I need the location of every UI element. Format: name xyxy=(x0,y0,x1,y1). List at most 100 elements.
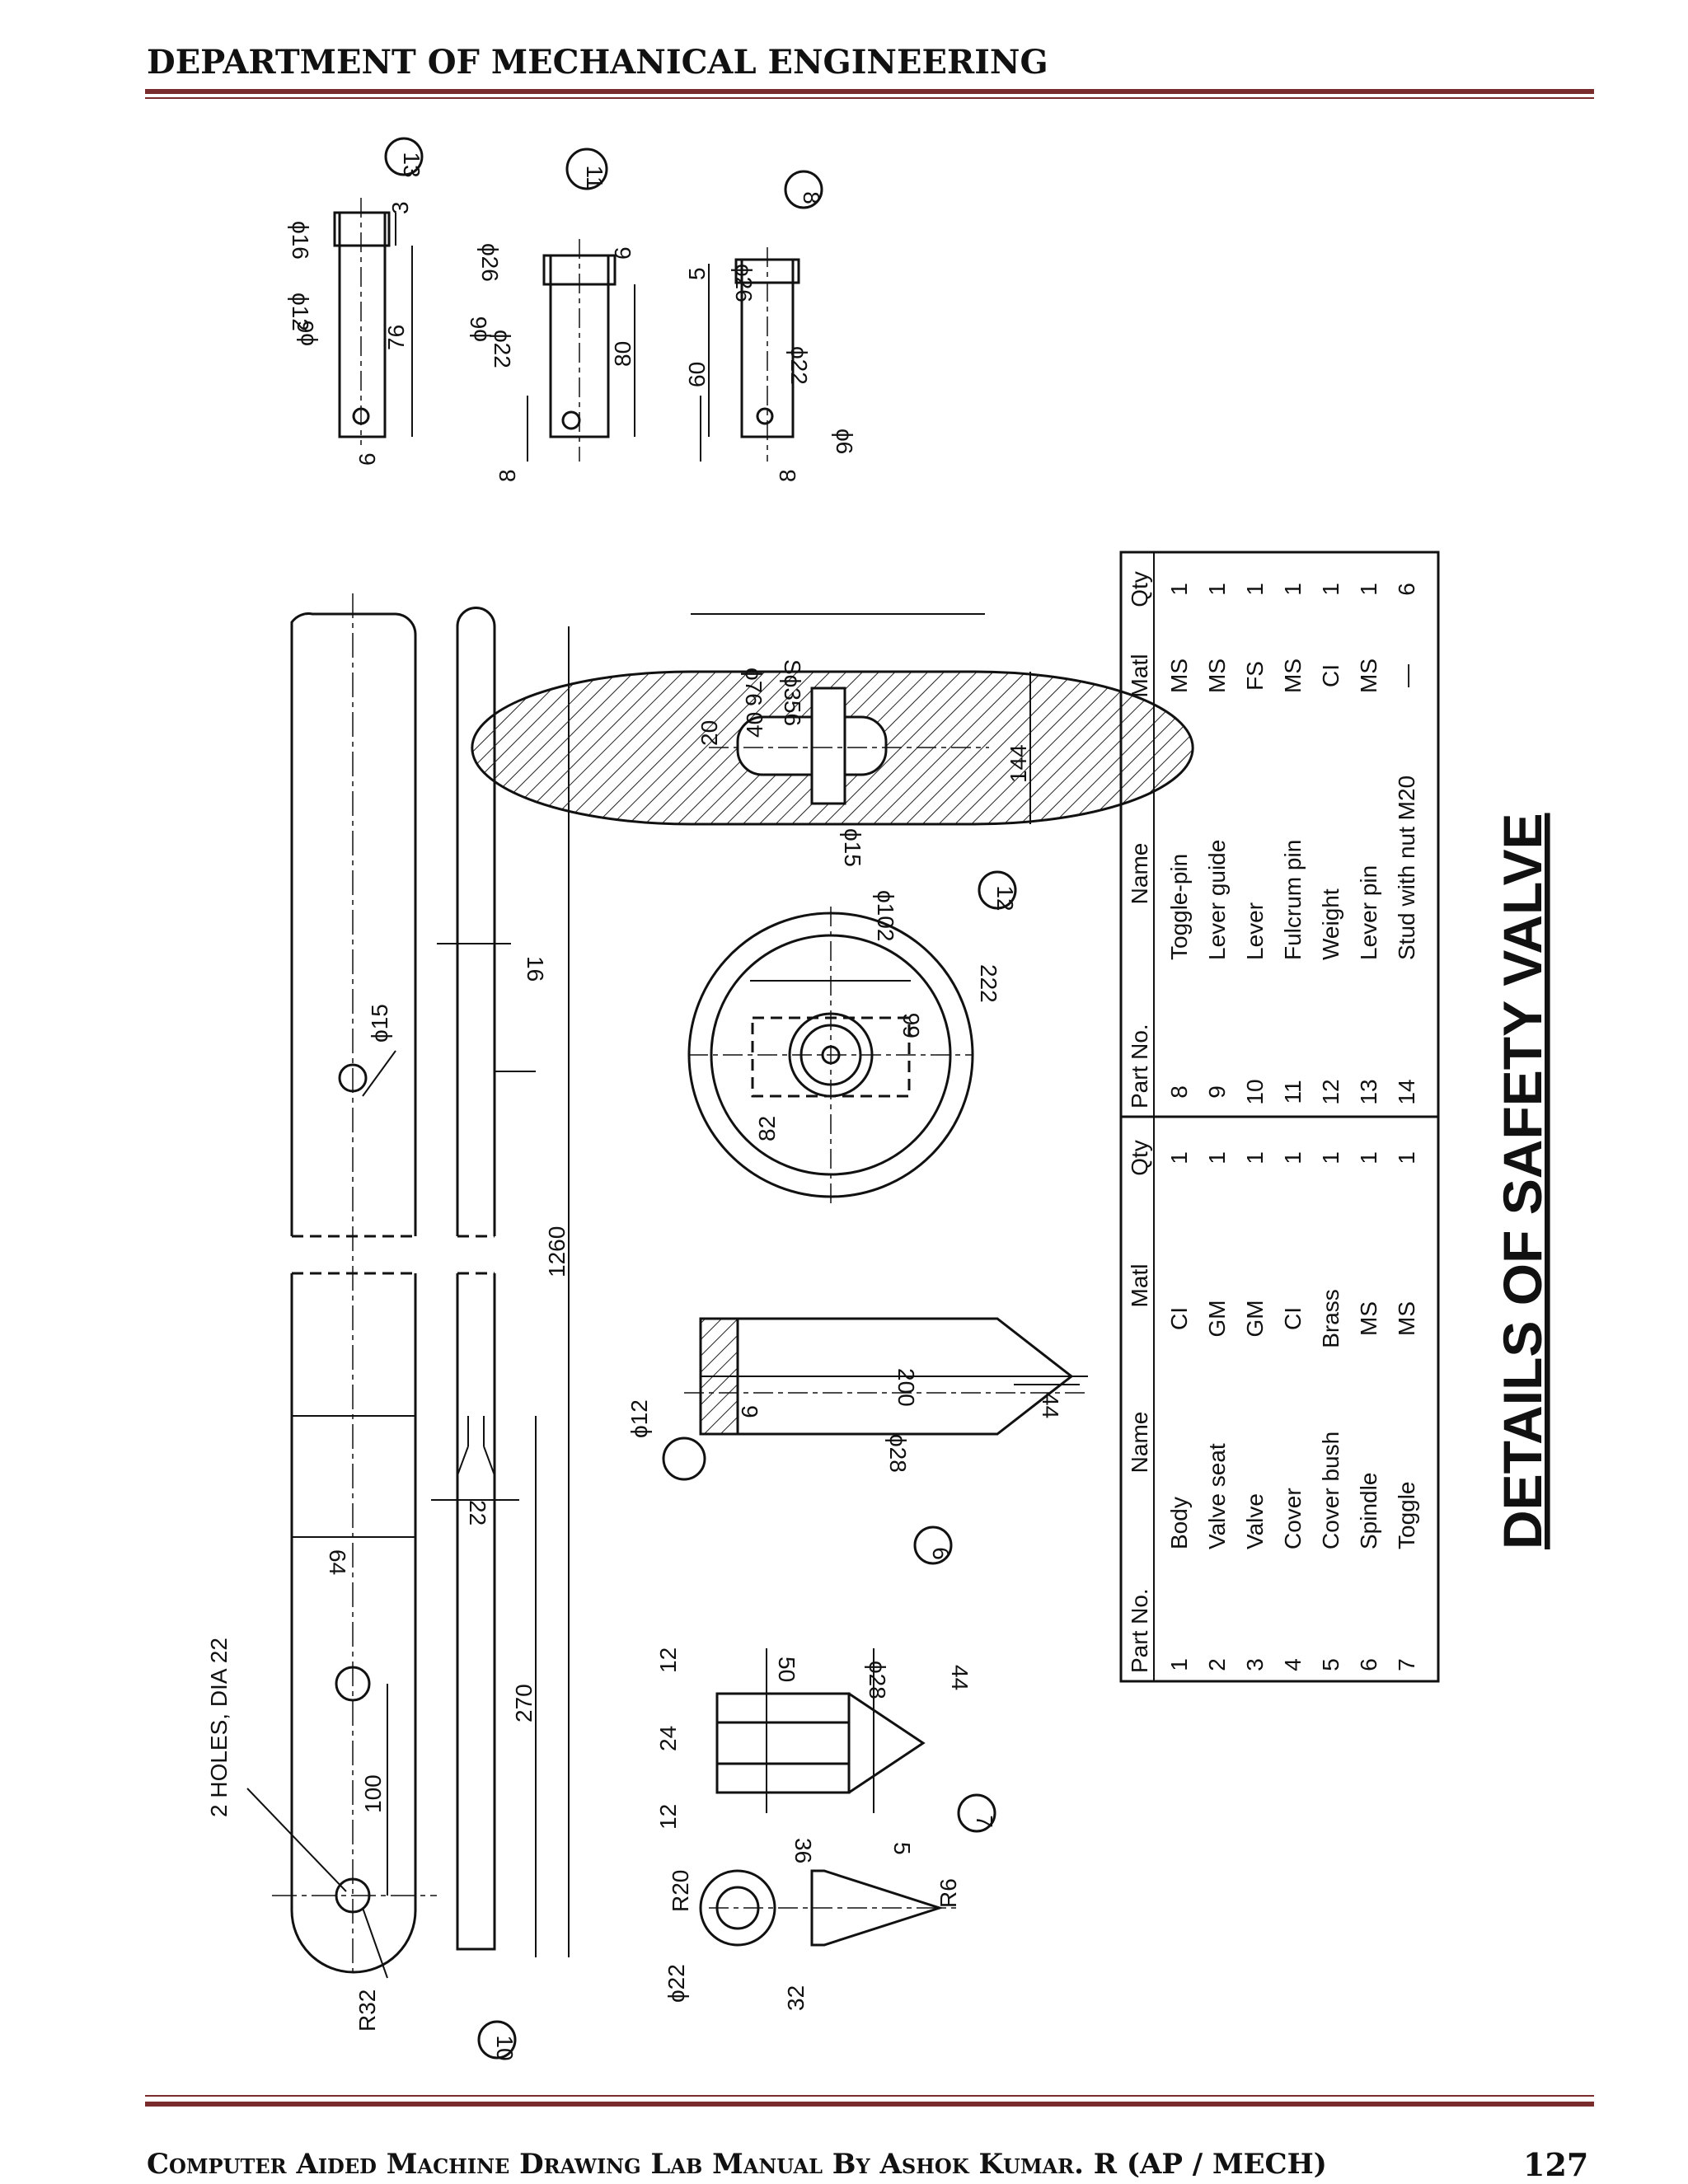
table-cell-left-r5-c4: 1 xyxy=(1318,1151,1343,1165)
table-cell-left-r2-c2: Valve seat xyxy=(1204,1443,1230,1549)
dim-p8-6: 8 xyxy=(775,469,800,482)
table-cell-right-r2-c3: MS xyxy=(1204,658,1230,693)
table-header-partno-right: Part No. xyxy=(1127,1024,1152,1108)
dim-p7-10: R6 xyxy=(935,1878,961,1908)
dim-p8-4: 60 xyxy=(684,362,710,387)
part-label-13: 13 xyxy=(399,152,424,177)
table-header-qty-right: Qty xyxy=(1127,571,1152,607)
dim-p12-8: 222 xyxy=(976,964,1001,1003)
part-label-8: 8 xyxy=(799,191,824,204)
table-cell-left-r5-c1: 5 xyxy=(1318,1658,1343,1671)
dim-p10-8: 16 xyxy=(523,956,548,982)
table-cell-right-r7-c4: 6 xyxy=(1394,583,1419,596)
table-cell-right-r5-c2: Weight xyxy=(1318,888,1343,960)
table-cell-left-r2-c1: 2 xyxy=(1204,1658,1230,1671)
table-cell-right-r7-c1: 14 xyxy=(1394,1079,1419,1104)
dim-p8-2: ϕ22 xyxy=(786,346,812,385)
table-cell-left-r6-c2: Spindle xyxy=(1356,1473,1381,1549)
dim-p13-6: 6 xyxy=(354,452,380,466)
table-cell-right-r1-c4: 1 xyxy=(1166,583,1192,596)
dim-p8-5: 5 xyxy=(684,267,710,280)
dim-p10-9: ϕ15 xyxy=(367,1004,392,1043)
part-label-6: 6 xyxy=(928,1547,954,1560)
part-label-10: 10 xyxy=(492,2035,518,2060)
dim-p7-1: 12 xyxy=(655,1647,681,1673)
dim-p6-3: 200 xyxy=(893,1368,919,1407)
part-11-fulcrum-pin xyxy=(527,148,635,462)
dim-p7-8: 5 xyxy=(889,1842,915,1855)
dim-p10-5: 270 xyxy=(511,1684,537,1722)
table-cell-left-r3-c1: 3 xyxy=(1242,1658,1268,1671)
table-cell-left-r4-c1: 4 xyxy=(1280,1658,1306,1671)
table-cell-right-r4-c2: Fulcrum pin xyxy=(1280,840,1306,960)
table-cell-left-r1-c4: 1 xyxy=(1166,1151,1192,1165)
table-cell-right-r6-c2: Lever pin xyxy=(1356,865,1381,960)
table-cell-left-r4-c2: Cover xyxy=(1280,1488,1306,1549)
table-cell-right-r3-c4: 1 xyxy=(1242,583,1268,596)
dim-p12-10: 82 xyxy=(754,1116,780,1141)
dim-p12-6: ϕ15 xyxy=(840,828,865,867)
table-cell-left-r4-c3: CI xyxy=(1280,1307,1306,1330)
dim-p7-5: ϕ28 xyxy=(865,1661,890,1699)
dim-p12-5: 144 xyxy=(1006,744,1031,783)
table-cell-left-r3-c4: 1 xyxy=(1242,1151,1268,1165)
table-cell-left-r1-c2: Body xyxy=(1166,1497,1192,1549)
page-number: 127 xyxy=(1523,2146,1589,2183)
dim-p11-2: ϕ22 xyxy=(490,330,515,368)
table-cell-left-r6-c1: 6 xyxy=(1356,1658,1381,1671)
table-header-qty-left: Qty xyxy=(1127,1140,1152,1176)
table-cell-left-r7-c1: 7 xyxy=(1394,1658,1419,1671)
table-cell-right-r4-c3: MS xyxy=(1280,658,1306,693)
dim-p11-4: 80 xyxy=(610,341,635,367)
table-header-matl-left: Matl xyxy=(1127,1264,1152,1308)
table-cell-left-r7-c4: 1 xyxy=(1394,1151,1419,1165)
dim-p13-2: ϕ12 xyxy=(288,293,313,331)
table-cell-right-r5-c4: 1 xyxy=(1318,583,1343,596)
table-cell-right-r6-c3: MS xyxy=(1356,658,1381,693)
part-8-toggle-pin xyxy=(700,170,823,462)
table-cell-right-r1-c2: Toggle-pin xyxy=(1166,854,1192,960)
table-header-name-right: Name xyxy=(1127,843,1152,905)
part-10-label-circle xyxy=(477,2020,517,2060)
dim-p7-4: 50 xyxy=(774,1657,799,1682)
table-cell-right-r1-c3: MS xyxy=(1166,658,1192,693)
part-10-lever xyxy=(246,593,570,1979)
dim-p7-6: 44 xyxy=(947,1665,973,1690)
footer-title: Computer Aided Machine Drawing Lab Manua… xyxy=(147,2148,1327,2181)
table-cell-right-r6-c1: 13 xyxy=(1356,1079,1381,1104)
table-cell-right-r2-c4: 1 xyxy=(1204,583,1230,596)
footer-rule-thin xyxy=(145,2095,1594,2097)
dim-p12-3: 40 xyxy=(742,712,767,738)
table-cell-right-r2-c1: 9 xyxy=(1204,1085,1230,1099)
dim-p13-1: ϕ16 xyxy=(288,221,313,260)
table-cell-right-r4-c1: 11 xyxy=(1280,1080,1306,1104)
dim-p13-3: ϕ6 xyxy=(293,321,318,346)
drawing-title: DETAILS OF SAFETY VALVE xyxy=(1492,813,1553,1549)
table-cell-right-r1-c1: 8 xyxy=(1166,1085,1192,1099)
part-6-spindle xyxy=(662,1317,1088,1565)
dim-p13-4: 76 xyxy=(383,325,409,350)
dim-p8-1: ϕ26 xyxy=(731,264,757,302)
table-cell-right-r3-c3: FS xyxy=(1242,661,1268,691)
table-cell-left-r5-c2: Cover bush xyxy=(1318,1432,1343,1549)
table-header-partno-left: Part No. xyxy=(1127,1588,1152,1673)
part-label-12: 12 xyxy=(992,885,1018,911)
part-13-lever-pin xyxy=(333,137,424,445)
table-cell-right-r3-c2: Lever xyxy=(1242,902,1268,960)
table-cell-left-r5-c3: Brass xyxy=(1318,1289,1343,1348)
part-label-11: 11 xyxy=(582,165,607,189)
dim-p12-9: 66 xyxy=(898,1013,924,1038)
part-7-toggle xyxy=(699,1648,996,1947)
dim-p12-7: ϕ102 xyxy=(873,890,898,941)
dim-p11-5: 6 xyxy=(610,246,635,260)
dim-p10-1: 2 HOLES, DIA 22 xyxy=(206,1638,232,1817)
dim-p10-7: 1260 xyxy=(544,1226,570,1277)
dim-p6-5: ϕ28 xyxy=(885,1434,911,1473)
part-12-weight xyxy=(471,613,1194,1203)
header-rule-thin xyxy=(145,97,1594,99)
dim-p11-6: 8 xyxy=(495,469,520,482)
table-cell-right-r3-c1: 10 xyxy=(1242,1079,1268,1104)
table-cell-left-r6-c3: MS xyxy=(1356,1301,1381,1336)
table-cell-left-r2-c3: GM xyxy=(1204,1300,1230,1337)
